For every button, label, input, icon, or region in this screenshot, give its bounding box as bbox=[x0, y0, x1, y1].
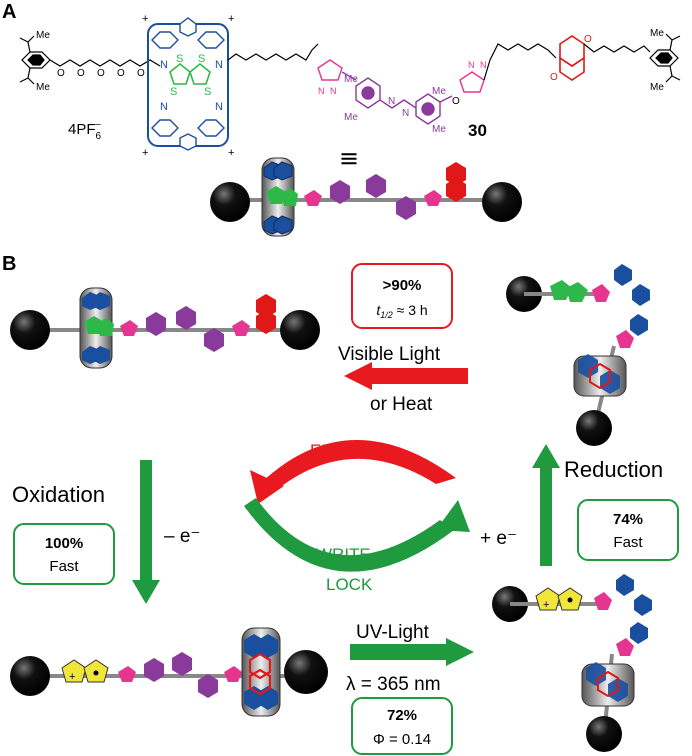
oxidation-label: Oxidation bbox=[12, 482, 105, 507]
cartoon-b-top-right bbox=[506, 264, 650, 446]
oxygen-label: O bbox=[137, 68, 145, 79]
triazole-n-label: N bbox=[330, 86, 337, 96]
cartoon-b-top-left bbox=[10, 287, 320, 369]
cartoon-a bbox=[210, 157, 522, 237]
equivalence-symbol: ||| bbox=[341, 152, 358, 165]
uv-yield-percent: 72% bbox=[387, 707, 417, 724]
charge-label: + bbox=[142, 13, 148, 25]
triazole-n-label: N bbox=[318, 86, 325, 96]
sulfur-label: S bbox=[198, 53, 205, 65]
visible-light-label: Visible Light bbox=[338, 344, 441, 365]
erase-cycle-arrow bbox=[250, 439, 456, 504]
erase-label: ERASE bbox=[310, 441, 368, 460]
reduction-electron-label: + e⁻ bbox=[480, 528, 517, 549]
charge-label: + bbox=[228, 13, 234, 25]
nitrogen-label: N bbox=[402, 108, 409, 119]
cbpqt-ring bbox=[147, 17, 229, 151]
oxygen-label: O bbox=[550, 72, 558, 83]
chain-to-naphthalene bbox=[483, 43, 557, 81]
azobenzene-unit bbox=[341, 71, 453, 125]
write-cycle-arrow bbox=[244, 498, 470, 572]
halflife-sub: 1/2 bbox=[380, 310, 393, 320]
panel-a-label: A bbox=[2, 1, 16, 23]
reduction-yield-box: 74% Fast bbox=[577, 499, 679, 561]
compound-number: 30 bbox=[468, 121, 487, 140]
erase-yield-percent: >90% bbox=[383, 277, 422, 294]
oxidation-arrow bbox=[132, 460, 160, 604]
cartoon-b-bottom-left: + bbox=[10, 627, 328, 717]
halflife-value: ≈ 3 h bbox=[393, 302, 428, 318]
left-chain-oxygens: O O O O O Me Me bbox=[36, 30, 145, 93]
methyl-label: Me bbox=[650, 28, 664, 39]
ttf-unit bbox=[169, 62, 211, 85]
charge-label: + bbox=[142, 147, 148, 159]
oxidation-electron-label: – e⁻ bbox=[164, 526, 200, 547]
cbpqt-atom-labels: N N N N + + + + bbox=[142, 13, 234, 159]
nitrogen-label: N bbox=[215, 101, 223, 113]
molecule-30-structure bbox=[19, 35, 161, 85]
middle-chain bbox=[227, 43, 319, 61]
oxygen-label: O bbox=[57, 68, 65, 79]
naphthalene-unit bbox=[559, 35, 585, 81]
reduction-yield-percent: 74% bbox=[613, 511, 643, 528]
right-stopper-ball bbox=[482, 182, 522, 222]
reduction-arrow bbox=[532, 444, 560, 566]
uv-quantum-yield: Φ = 0.14 bbox=[373, 731, 431, 748]
counterion-sup: – bbox=[95, 119, 101, 130]
charge-label: + bbox=[228, 147, 234, 159]
sulfur-label: S bbox=[204, 86, 211, 98]
counterion-text: 4PF bbox=[68, 121, 96, 138]
oxidation-speed: Fast bbox=[49, 558, 79, 575]
methyl-label: Me bbox=[36, 82, 50, 93]
oxygen-label: O bbox=[452, 96, 460, 107]
reduction-label: Reduction bbox=[564, 457, 663, 482]
right-chain-stopper bbox=[583, 33, 681, 83]
counterion-sub: 6 bbox=[96, 131, 102, 142]
panel-b-label: B bbox=[2, 253, 16, 275]
write-label: WRITE bbox=[316, 545, 371, 564]
nitrogen-label: N bbox=[215, 59, 223, 71]
methyl-label: Me bbox=[432, 124, 446, 135]
nitrogen-label: N bbox=[160, 59, 168, 71]
cartoon-b-bottom-right: + bbox=[492, 574, 652, 752]
counterion-label: 4PF6– bbox=[68, 119, 102, 142]
oxygen-label: O bbox=[117, 68, 125, 79]
sulfur-label: S bbox=[176, 53, 183, 65]
left-stopper-ball bbox=[210, 182, 250, 222]
oxygen-label: O bbox=[584, 34, 592, 45]
uv-yield-box: 72% Φ = 0.14 bbox=[351, 697, 453, 755]
methyl-label: Me bbox=[36, 30, 50, 41]
sulfur-label: S bbox=[170, 86, 177, 98]
nitrogen-label: N bbox=[160, 101, 168, 113]
ttf-sulfur-labels: S S S S bbox=[170, 53, 211, 98]
oxidation-yield-box: 100% Fast bbox=[13, 523, 115, 585]
triazole-n-label: N bbox=[480, 60, 487, 70]
triazole-right bbox=[459, 71, 485, 93]
cation-plus: + bbox=[543, 599, 549, 611]
reduction-speed: Fast bbox=[613, 534, 643, 551]
cation-plus: + bbox=[69, 671, 75, 683]
triazole-left bbox=[317, 59, 343, 81]
halflife-symbol: t bbox=[376, 302, 381, 318]
lock-label: LOCK bbox=[326, 575, 373, 594]
erase-arrow bbox=[344, 362, 468, 390]
methyl-label: Me bbox=[432, 86, 446, 97]
or-heat-label: or Heat bbox=[370, 394, 433, 415]
erase-halflife: t1/2 ≈ 3 h bbox=[376, 302, 427, 320]
methyl-label: Me bbox=[344, 112, 358, 123]
oxidation-yield-percent: 100% bbox=[45, 535, 83, 552]
azobenzene-labels: Me Me Me Me N N bbox=[344, 74, 446, 135]
triazole-n-label: N bbox=[468, 60, 475, 70]
uv-light-label: UV-Light bbox=[356, 622, 430, 643]
methyl-label: Me bbox=[344, 74, 358, 85]
methyl-label: Me bbox=[650, 82, 664, 93]
nitrogen-label: N bbox=[388, 96, 395, 107]
write-arrow bbox=[350, 638, 474, 666]
erase-yield-box: >90% t1/2 ≈ 3 h bbox=[351, 263, 453, 329]
wavelength-label: λ = 365 nm bbox=[346, 674, 441, 695]
oxygen-label: O bbox=[97, 68, 105, 79]
oxygen-label: O bbox=[77, 68, 85, 79]
